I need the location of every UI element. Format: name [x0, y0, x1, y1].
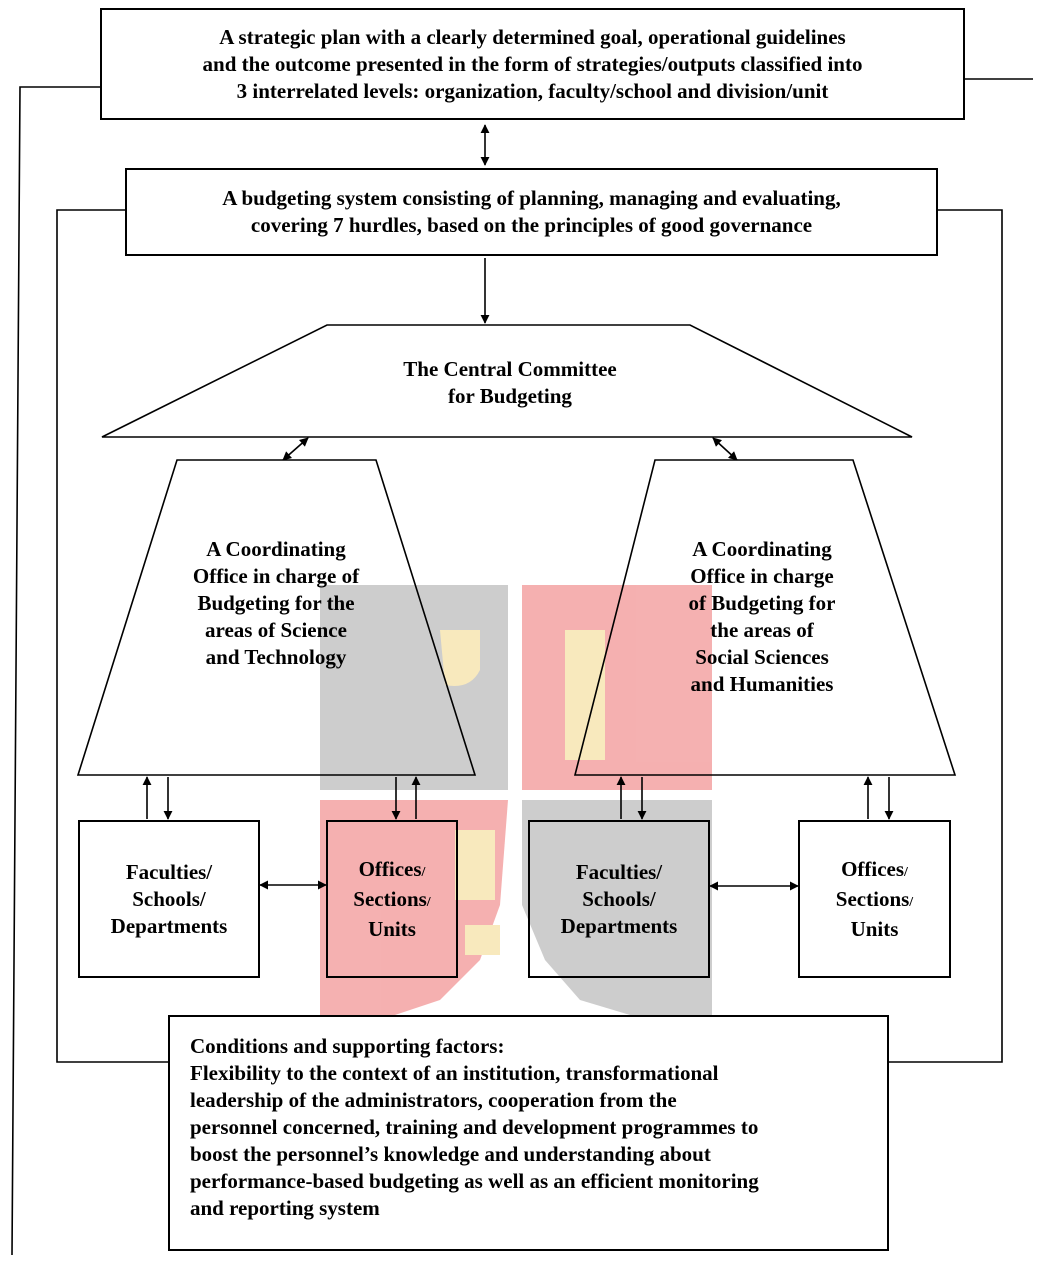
watermark-gray-bottom: [522, 800, 712, 1015]
offices-left-box: Offices/ Sections/ Units: [326, 820, 458, 978]
strategic-plan-outer-connector: [11, 86, 100, 1256]
central-committee-shape: [101, 324, 913, 438]
faculties-left-box: Faculties/ Schools/ Departments: [78, 820, 260, 978]
office-social-line-6: and Humanities: [690, 672, 834, 696]
offices-left-line-3: Units: [368, 916, 416, 941]
budgeting-system-box: A budgeting system consisting of plannin…: [125, 168, 938, 256]
conditions-right-connector: [889, 209, 1003, 1063]
watermark-yellow-3: [455, 830, 495, 900]
office-social-line-5: Social Sciences: [695, 645, 829, 669]
faculties-left-line-1: Faculties/: [125, 859, 213, 884]
offices-left-line-2: Sections/: [353, 886, 431, 911]
conditions-line-5: performance-based budgeting as well as a…: [190, 1169, 759, 1193]
offices-left-line-1: Offices/: [358, 856, 426, 881]
conditions-box: Conditions and supporting factors: Flexi…: [168, 1015, 889, 1251]
office-social-shape: [573, 459, 957, 776]
watermark-crest: [320, 585, 712, 1015]
central-committee-line-2: for Budgeting: [448, 384, 572, 408]
strategic-plan-box: A strategic plan with a clearly determin…: [100, 8, 965, 120]
office-social-label: A Coordinating Office in charge of Budge…: [642, 536, 882, 698]
budgeting-system-line-1: A budgeting system consisting of plannin…: [222, 186, 841, 210]
faculties-right-line-3: Departments: [560, 913, 678, 938]
watermark-yellow-4: [465, 925, 500, 955]
conditions-line-4: boost the personnel’s knowledge and unde…: [190, 1142, 711, 1166]
conditions-heading: Conditions and supporting factors:: [190, 1034, 505, 1058]
office-science-line-2: Office in charge of: [192, 564, 360, 588]
office-social-line-3: of Budgeting for: [688, 591, 836, 615]
conditions-line-1: Flexibility to the context of an institu…: [190, 1061, 719, 1085]
faculties-left-line-2: Schools/: [132, 886, 206, 911]
office-social-line-2: Office in charge: [690, 564, 834, 588]
office-science-line-1: A Coordinating: [206, 537, 346, 561]
offices-right-line-2: Sections/: [835, 886, 914, 911]
faculties-right-box: Faculties/ Schools/ Departments: [528, 820, 710, 978]
arrow-committee-science: [282, 437, 309, 461]
watermark-yellow-1: [440, 630, 480, 686]
office-science-line-4: areas of Science: [205, 618, 347, 642]
office-science-line-3: Budgeting for the: [197, 591, 355, 615]
offices-right-line-3: Units: [850, 916, 899, 941]
conditions-left-connector: [56, 209, 168, 1063]
office-science-line-5: and Technology: [205, 645, 347, 669]
offices-right-box: Offices/ Sections/ Units: [798, 820, 951, 978]
central-committee-line-1: The Central Committee: [403, 357, 617, 381]
strategic-plan-line-3: 3 interrelated levels: organization, fac…: [236, 78, 829, 103]
conditions-line-3: personnel concerned, training and develo…: [190, 1115, 759, 1139]
offices-right-line-1: Offices/: [841, 856, 908, 881]
arrow-committee-social: [712, 437, 738, 461]
office-science-shape: [76, 459, 477, 776]
office-social-line-4: the areas of: [710, 618, 814, 642]
strategic-plan-line-2: and the outcome presented in the form of…: [202, 51, 863, 76]
faculties-right-line-2: Schools/: [582, 886, 656, 911]
central-committee-label: The Central Committee for Budgeting: [330, 356, 690, 410]
conditions-line-2: leadership of the administrators, cooper…: [190, 1088, 677, 1112]
office-social-line-1: A Coordinating: [692, 537, 832, 561]
budgeting-system-line-2: covering 7 hurdles, based on the princip…: [250, 213, 813, 237]
watermark-yellow-2: [565, 630, 605, 760]
conditions-line-6: and reporting system: [190, 1196, 380, 1220]
faculties-right-line-1: Faculties/: [575, 859, 663, 884]
office-science-label: A Coordinating Office in charge of Budge…: [156, 536, 396, 671]
faculties-left-line-3: Departments: [110, 913, 228, 938]
strategic-plan-line-1: A strategic plan with a clearly determin…: [219, 24, 846, 49]
